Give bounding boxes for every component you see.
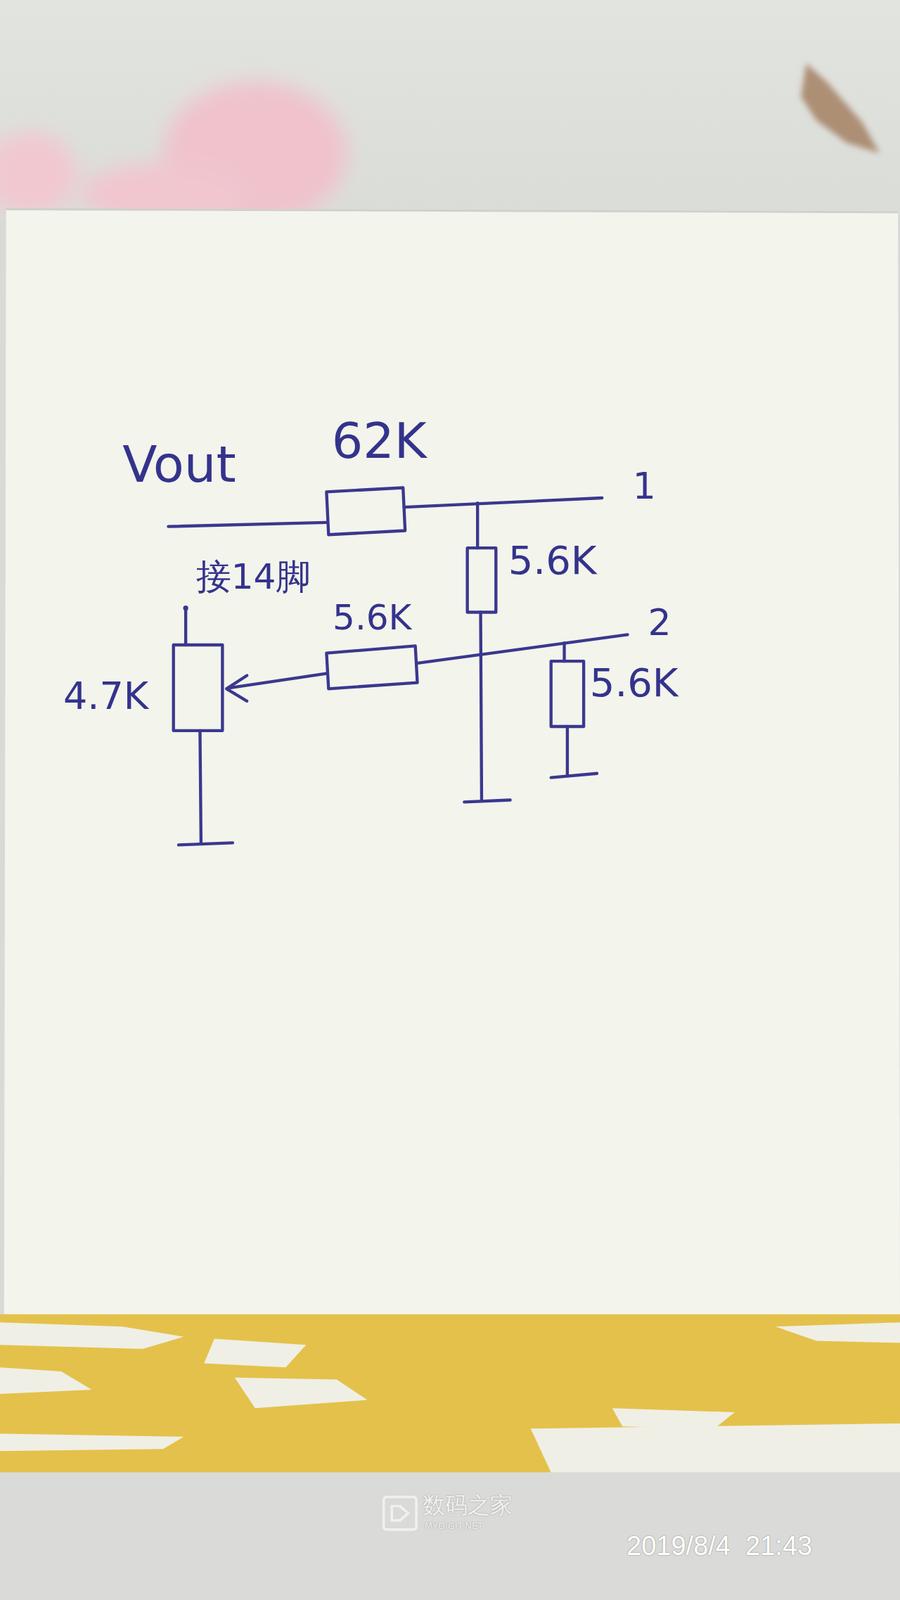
signal-name: Vout xyxy=(122,438,237,490)
resistor-symbol xyxy=(467,547,497,612)
ground-symbol xyxy=(464,800,510,803)
pin-number: 2 xyxy=(648,603,672,641)
floor-background xyxy=(0,1472,900,1600)
resistor-symbol xyxy=(326,645,417,689)
paper-edge xyxy=(6,208,898,212)
pink-blob xyxy=(0,81,347,225)
wire xyxy=(476,502,479,548)
resistor-symbol xyxy=(551,660,584,727)
wire xyxy=(562,642,566,661)
watermark: MYDIGIT.NET xyxy=(424,1520,484,1530)
potentiometer-symbol xyxy=(173,644,223,731)
wire xyxy=(184,608,188,645)
wire xyxy=(416,634,628,664)
ground-symbol xyxy=(178,842,233,845)
wire xyxy=(480,612,482,801)
component-value: 4.7K xyxy=(63,677,149,716)
wiper-arrow xyxy=(226,675,247,701)
watermark-logo xyxy=(383,1496,417,1529)
terminal-dot xyxy=(182,605,188,611)
component-value: 62K xyxy=(331,416,427,466)
timestamp: 2019/8/4 21:43 xyxy=(626,1532,813,1559)
wire xyxy=(566,726,569,776)
pin-number: 1 xyxy=(632,467,657,505)
pin-note: 接14脚 xyxy=(196,558,312,595)
paper-sheet xyxy=(4,208,900,1318)
ground-symbol xyxy=(551,773,597,778)
component-value: 5.6K xyxy=(589,663,679,703)
component-value: 5.6K xyxy=(332,599,412,635)
component-value: 5.6K xyxy=(508,540,597,581)
yellow-stripe xyxy=(0,1314,900,1473)
wire xyxy=(168,522,327,527)
watermark: 数码之家 xyxy=(422,1493,513,1516)
wire xyxy=(404,497,603,507)
wire xyxy=(199,730,201,844)
brown-spot xyxy=(800,63,880,154)
resistor-symbol xyxy=(326,487,405,536)
paint-patches xyxy=(0,1321,900,1472)
